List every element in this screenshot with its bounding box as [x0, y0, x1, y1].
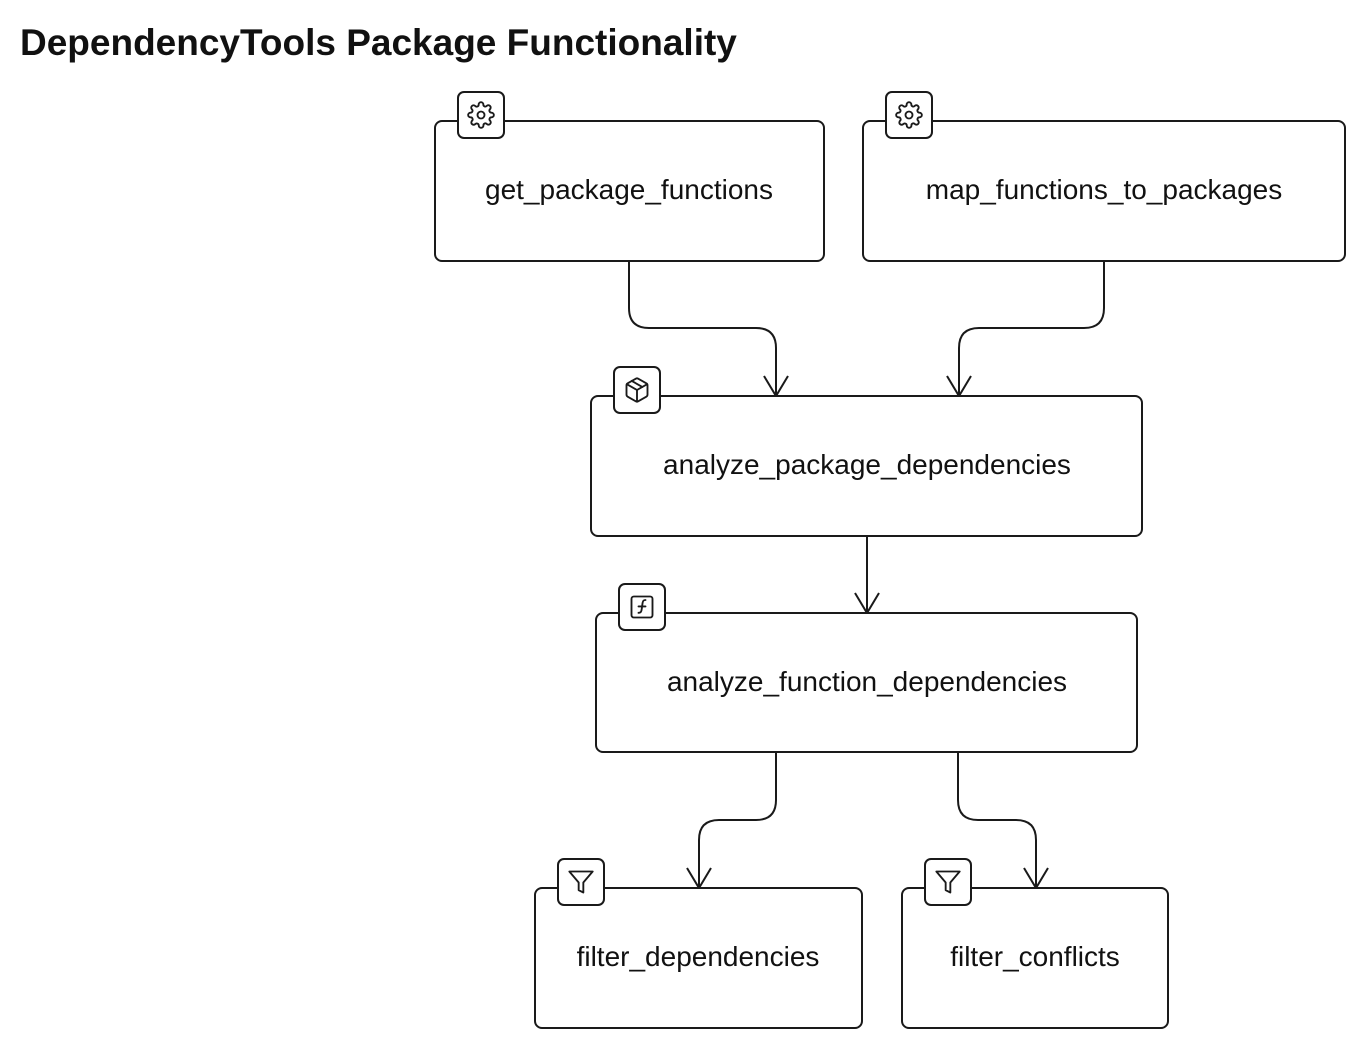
- node-label: filter_dependencies: [577, 941, 820, 972]
- node-get-package-functions[interactable]: get_package_functions: [434, 91, 825, 262]
- node-filter-dependencies[interactable]: filter_dependencies: [534, 858, 863, 1029]
- edges: [628, 261, 1105, 890]
- node-label: analyze_function_dependencies: [667, 666, 1067, 697]
- node-label: filter_conflicts: [950, 941, 1120, 972]
- edge-map-functions-to-packages-to-analyze-package-dependencies: [946, 261, 1105, 398]
- edge-analyze-package-dependencies-to-analyze-function-dependencies: [854, 536, 880, 615]
- node-label: analyze_package_dependencies: [663, 449, 1071, 480]
- node-analyze-function-dependencies[interactable]: analyze_function_dependencies: [595, 583, 1138, 753]
- diagram-title: DependencyTools Package Functionality: [20, 22, 737, 63]
- node-map-functions-to-packages[interactable]: map_functions_to_packages: [862, 91, 1346, 262]
- edge-analyze-function-dependencies-to-filter-dependencies: [686, 752, 777, 890]
- node-filter-conflicts[interactable]: filter_conflicts: [901, 858, 1169, 1029]
- filter-badge: [924, 858, 972, 906]
- node-analyze-package-dependencies[interactable]: analyze_package_dependencies: [590, 366, 1143, 537]
- node-label: map_functions_to_packages: [926, 174, 1282, 205]
- gear-badge: [885, 91, 933, 139]
- gear-badge: [457, 91, 505, 139]
- filter-badge: [557, 858, 605, 906]
- node-label: get_package_functions: [485, 174, 773, 205]
